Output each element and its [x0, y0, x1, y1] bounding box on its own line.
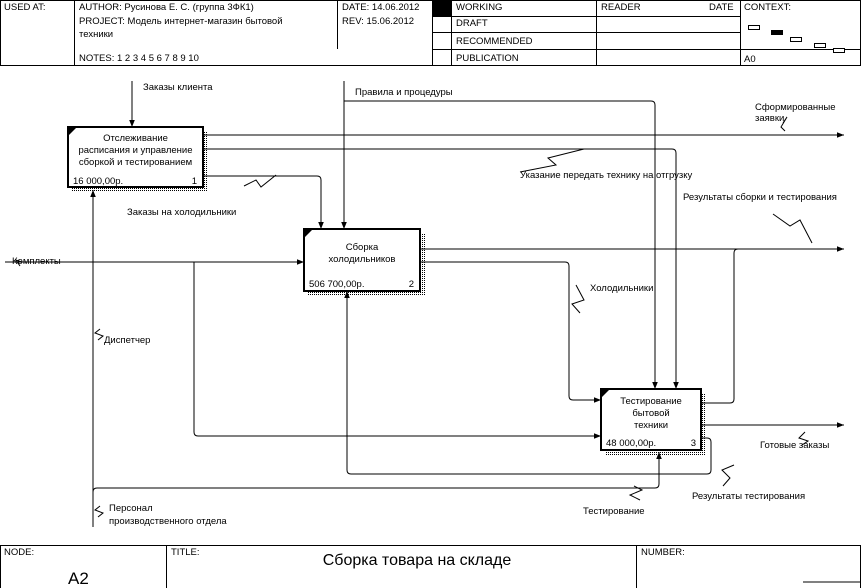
activity-3-cost: 48 000,00р. — [606, 438, 656, 449]
activity-2-number: 2 — [409, 279, 414, 290]
project-text-line2: техники — [79, 29, 113, 40]
arrows[interactable] — [5, 81, 844, 527]
label-testing: Тестирование — [583, 506, 645, 517]
activity-1-line-2: расписания и управление — [78, 145, 192, 156]
status-draft: DRAFT — [456, 18, 488, 29]
reader-label: READER — [601, 2, 641, 13]
label-ready-orders: Готовые заказы — [760, 440, 829, 451]
activity-1-line-3: сборкой и тестированием — [79, 157, 192, 168]
arrow-testing-feedback — [344, 291, 712, 475]
activity-box-2[interactable]: Сборка холодильников 506 700,00р. 2 — [303, 228, 425, 296]
arrow-labels: Заказы клиента Правила и процедуры Сформ… — [12, 82, 837, 527]
activity-3-line-2: бытовой — [632, 408, 669, 419]
footer-texts: NODE: A2 TITLE: Сборка товара на складе … — [4, 547, 685, 588]
label-kits: Комплекты — [12, 256, 61, 267]
activity-box-1[interactable]: Отслеживание расписания и управление сбо… — [67, 126, 208, 191]
footer-frame — [0, 545, 861, 588]
title-label: TITLE: — [171, 547, 200, 558]
activity-3-number: 3 — [691, 438, 696, 449]
status-publication: PUBLICATION — [456, 53, 519, 64]
activity-2-cost: 506 700,00р. — [309, 279, 364, 290]
label-customer-orders: Заказы клиента — [143, 82, 213, 93]
activity-box-3[interactable]: Тестирование бытовой техники 48 000,00р.… — [600, 388, 706, 455]
node-value: A2 — [68, 569, 89, 588]
arrow-rules-to-testing — [344, 100, 658, 389]
arrow-test-results-merge — [701, 248, 739, 404]
activity-1-cost: 16 000,00р. — [73, 176, 123, 187]
label-test-results: Результаты тестирования — [692, 491, 805, 502]
arrow-shipping-instruction — [203, 148, 679, 389]
working-status-marker — [433, 1, 451, 16]
diagram-title: Сборка товара на складе — [323, 552, 512, 569]
activity-1-number: 1 — [192, 176, 197, 187]
arrow-kits-to-testing — [193, 262, 601, 439]
context-label: CONTEXT: — [744, 2, 791, 13]
used-at-label: USED AT: — [4, 2, 46, 13]
reader-date-label: DATE — [709, 2, 734, 13]
activity-1-line-1: Отслеживание — [103, 133, 168, 144]
project-text: PROJECT: Модель интернет-магазин бытовой — [79, 16, 283, 27]
notes-text: NOTES: 1 2 3 4 5 6 7 8 9 10 — [79, 53, 199, 64]
label-formed-requests-2: заявки — [755, 113, 784, 124]
label-personnel-1: Персонал — [109, 503, 153, 514]
status-working: WORKING — [456, 2, 502, 13]
arrow-fridges — [420, 261, 601, 403]
label-rules: Правила и процедуры — [355, 87, 453, 98]
activity-3-line-3: техники — [634, 420, 668, 431]
number-label: NUMBER: — [641, 547, 685, 558]
activity-2-line-2: холодильников — [329, 254, 396, 265]
label-assembly-results: Результаты сборки и тестирования — [683, 192, 837, 203]
date-text: DATE: 14.06.2012 — [342, 2, 419, 13]
activity-3-line-1: Тестирование — [620, 396, 682, 407]
label-fridge-orders: Заказы на холодильники — [127, 207, 236, 218]
label-fridges: Холодильники — [590, 283, 653, 294]
label-personnel-2: производственного отдела — [109, 516, 227, 527]
context-thumbnail[interactable] — [748, 25, 845, 53]
label-squiggles — [14, 116, 813, 518]
author-text: AUTHOR: Русинова Е. С. (группа 3ФК1) — [79, 2, 254, 13]
node-label: NODE: — [4, 547, 34, 558]
label-formed-requests-1: Сформированные — [755, 102, 835, 113]
arrow-personnel — [92, 452, 662, 493]
activity-2-line-1: Сборка — [346, 242, 379, 253]
status-recommended: RECOMMENDED — [456, 36, 533, 47]
rev-text: REV: 15.06.2012 — [342, 16, 414, 27]
label-dispatcher: Диспетчер — [104, 335, 150, 346]
context-node-label: A0 — [744, 54, 756, 65]
header-texts: USED AT: AUTHOR: Русинова Е. С. (группа … — [4, 2, 791, 65]
arrow-fridge-orders — [203, 175, 324, 229]
label-shipping-instruction: Указание передать технику на отгрузку — [520, 170, 692, 181]
